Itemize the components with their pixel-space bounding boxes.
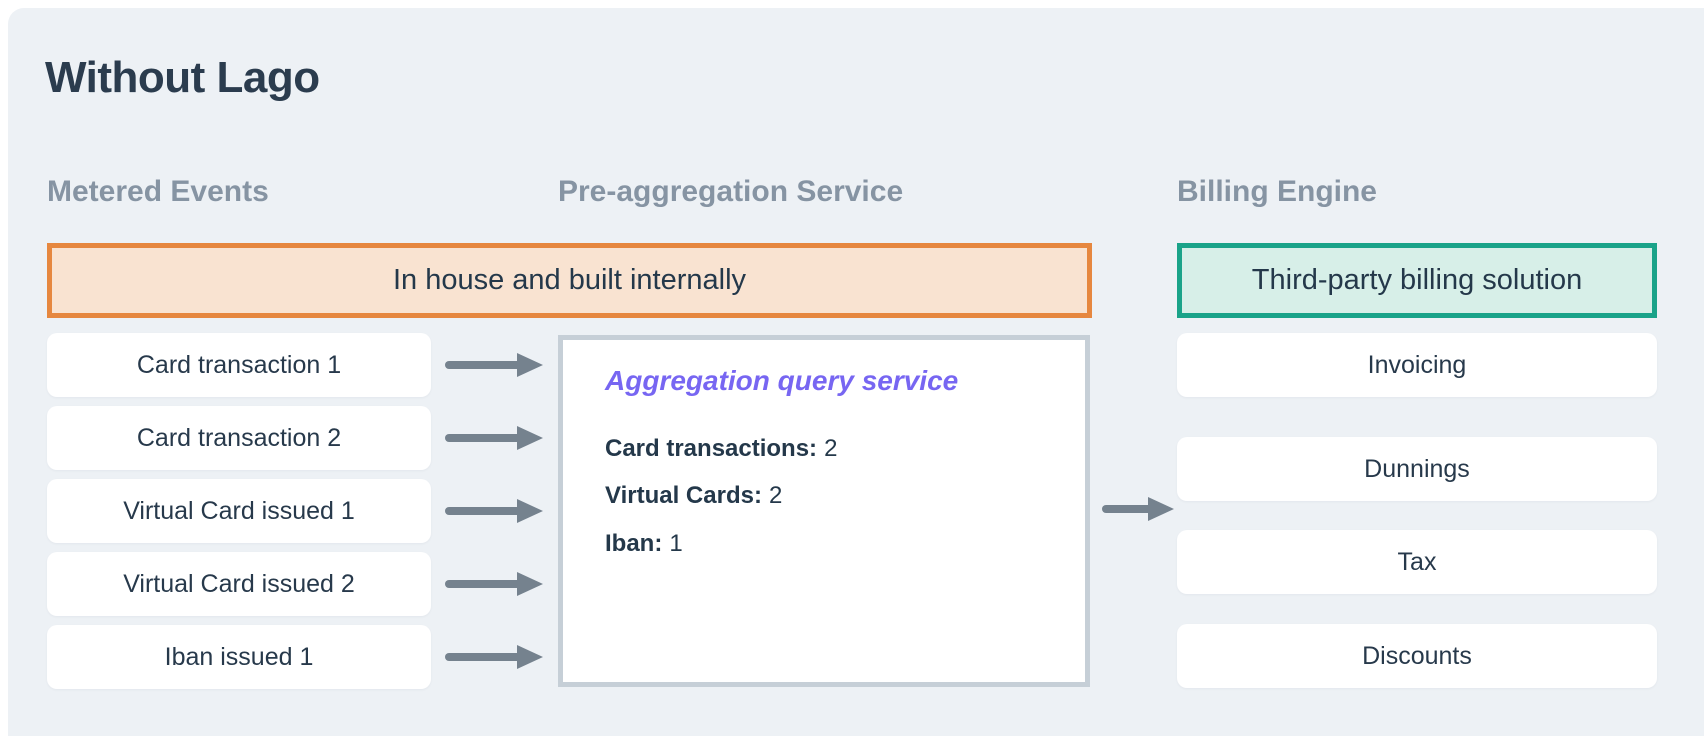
aggregation-entry-value: 2 [768,482,783,509]
column-header-pre-aggregation: Pre-aggregation Service [558,175,904,208]
third-party-banner-label: Third-party billing solution [1251,264,1583,296]
aggregation-entry-value: 2 [824,435,838,462]
aggregation-entry: Virtual Cards:2 [605,482,782,511]
aggregation-box-title: Aggregation query service [605,365,959,396]
aggregation-entry: Iban:1 [605,530,683,559]
billing-card: Dunnings [1177,437,1657,501]
aggregation-entry-label: Iban: [605,530,663,557]
third-party-banner: Third-party billing solution [1177,243,1657,318]
billing-card: Tax [1177,530,1657,594]
arrow-right-icon [1102,496,1176,522]
aggregation-box: Aggregation query service Card transacti… [558,335,1090,687]
aggregation-entry: Card transactions:2 [605,435,837,464]
metered-event-card: Virtual Card issued 1 [47,479,431,543]
aggregation-entry-label: Card transactions: [605,435,818,462]
arrow-right-icon [445,571,545,597]
billing-card: Invoicing [1177,333,1657,397]
arrow-right-icon [445,352,545,378]
aggregation-entry-label: Virtual Cards: [605,482,762,509]
page-title: Without Lago [45,53,320,102]
metered-event-card: Virtual Card issued 2 [47,552,431,616]
metered-event-card: Card transaction 2 [47,406,431,470]
column-header-metered-events: Metered Events [47,175,269,208]
in-house-banner-label: In house and built internally [392,264,747,296]
arrow-right-icon [445,644,545,670]
metered-event-card: Iban issued 1 [47,625,431,689]
billing-card: Discounts [1177,624,1657,688]
arrow-right-icon [445,425,545,451]
column-header-billing-engine: Billing Engine [1177,175,1377,208]
arrow-right-icon [445,498,545,524]
in-house-banner: In house and built internally [47,243,1092,318]
aggregation-entry-value: 1 [669,530,683,557]
metered-event-card: Card transaction 1 [47,333,431,397]
